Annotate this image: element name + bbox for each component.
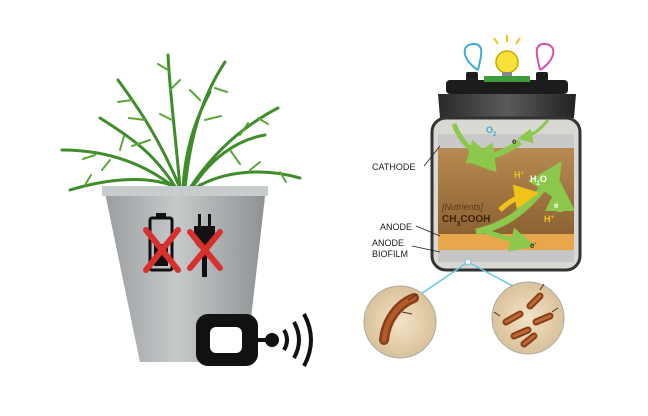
plug-crossed-icon <box>187 214 223 277</box>
side-labels: CATHODE ANODE ANODE BIOFILM <box>372 145 441 259</box>
light-bulb-icon <box>463 35 555 80</box>
anode-biofilm-label-2: BIOFILM <box>372 249 408 259</box>
water-label: H2O <box>530 174 547 187</box>
flow-arrows <box>451 119 575 252</box>
cathode-label: CATHODE <box>372 162 415 172</box>
fuel-cell-jar <box>411 72 582 301</box>
microbe-circle-2 <box>491 281 565 355</box>
battery-crossed-icon <box>143 213 181 273</box>
acetate-label: CH3COOH <box>442 214 490 228</box>
proton-label-1: H+ <box>514 170 525 180</box>
plant-leaves <box>60 53 302 192</box>
proton-label-2: H+ <box>544 214 555 224</box>
electron-label-3: e <box>512 137 517 146</box>
electron-label-2: e- <box>530 241 536 250</box>
electron-label-1: e <box>554 201 559 210</box>
nutrients-label: [Nutrients] <box>441 202 484 212</box>
oxygen-label: O2 <box>486 125 497 138</box>
wireless-sensor-icon <box>196 313 313 367</box>
anode-label: ANODE <box>380 222 412 232</box>
microbe-circle-1 <box>363 285 437 359</box>
anode-biofilm-label-1: ANODE <box>372 238 404 248</box>
chem-labels: O2 H2O H+ H+ e e- e [Nutrients] CH3COOH <box>441 125 559 250</box>
